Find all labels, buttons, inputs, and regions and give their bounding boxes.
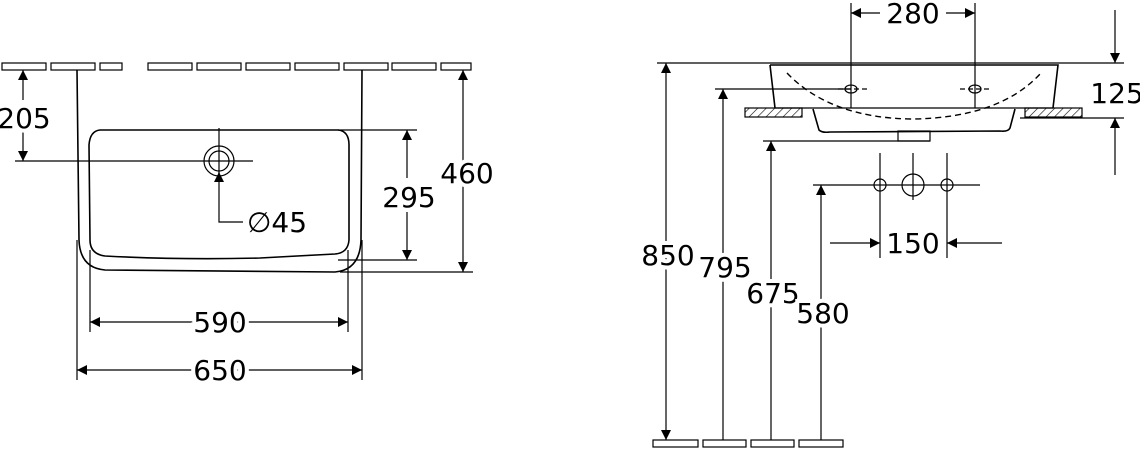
bowl-outline [88,129,350,260]
dim-295: 295 [382,181,435,214]
dim-580: 580 [796,297,849,330]
side-view: 280 125 850 795 675 580 150 [637,0,1140,448]
dim-650: 650 [193,354,246,387]
counter-right [1024,107,1083,118]
dim-590: 590 [193,306,246,339]
wall-strip [1,62,472,71]
dim-drain-diameter: ∅45 [247,206,307,239]
tap-hole-icons [838,84,992,94]
dim-460: 460 [440,157,493,190]
dim-795: 795 [698,251,751,284]
dim-205: 205 [0,102,51,135]
counter-left [744,107,803,118]
dim-125: 125 [1090,77,1140,110]
floor-strip [652,439,844,448]
supply-connection-icons [873,173,954,197]
dim-150: 150 [886,227,939,260]
basin-outline [76,69,363,273]
top-view: 205 295 460 ∅45 590 650 [0,62,498,391]
basin-profile [769,64,1059,109]
dim-280: 280 [886,0,939,30]
extension-lines [15,128,473,380]
dim-675: 675 [746,277,799,310]
dim-850: 850 [641,239,694,272]
